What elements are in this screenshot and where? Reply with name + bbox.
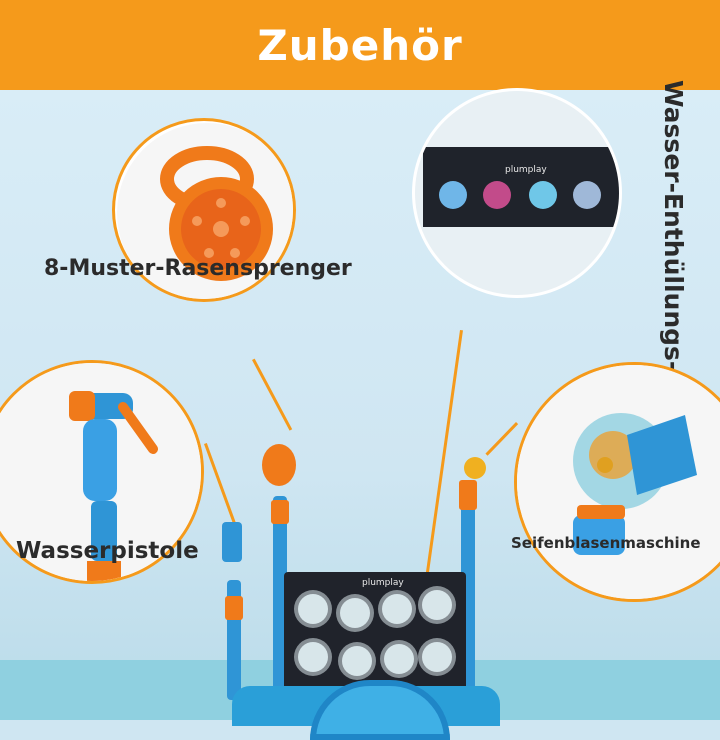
bubble-machine-image bbox=[514, 362, 720, 602]
pistol-mini bbox=[222, 522, 242, 562]
bubble-machine-icon bbox=[517, 365, 720, 599]
reveal-wall-image bbox=[412, 88, 622, 298]
splat bbox=[298, 642, 328, 672]
splat bbox=[422, 590, 452, 620]
reveal-board: plumplay bbox=[284, 572, 466, 690]
bubble-pole-band bbox=[459, 480, 477, 510]
sprinkler-mini bbox=[262, 444, 296, 486]
sprinkler-image bbox=[112, 118, 296, 302]
sprinkler-pole-band bbox=[271, 500, 289, 524]
header-banner: Zubehör bbox=[0, 0, 720, 90]
bubble-mini bbox=[464, 457, 486, 479]
water-pistol-icon bbox=[0, 363, 201, 581]
water-pistol-image bbox=[0, 360, 204, 584]
reveal-wall-icon bbox=[415, 91, 619, 295]
sprinkler-pole bbox=[273, 496, 287, 702]
splat bbox=[384, 644, 414, 674]
splat bbox=[342, 646, 372, 676]
splat bbox=[422, 642, 452, 672]
sprinkler-label: 8-Muster-Rasensprenger bbox=[44, 256, 352, 281]
splat bbox=[382, 594, 412, 624]
bubble-label: Seifenblasenmaschine bbox=[511, 534, 701, 552]
wall-brand-label: plumplay bbox=[505, 165, 547, 175]
splat bbox=[340, 598, 370, 628]
sprinkler-icon bbox=[117, 123, 293, 299]
board-brand-label: plumplay bbox=[362, 578, 404, 588]
page-title: Zubehör bbox=[257, 20, 463, 70]
splat bbox=[298, 594, 328, 624]
pistol-pole-band bbox=[225, 596, 243, 620]
pistol-label: Wasserpistole bbox=[16, 538, 199, 564]
